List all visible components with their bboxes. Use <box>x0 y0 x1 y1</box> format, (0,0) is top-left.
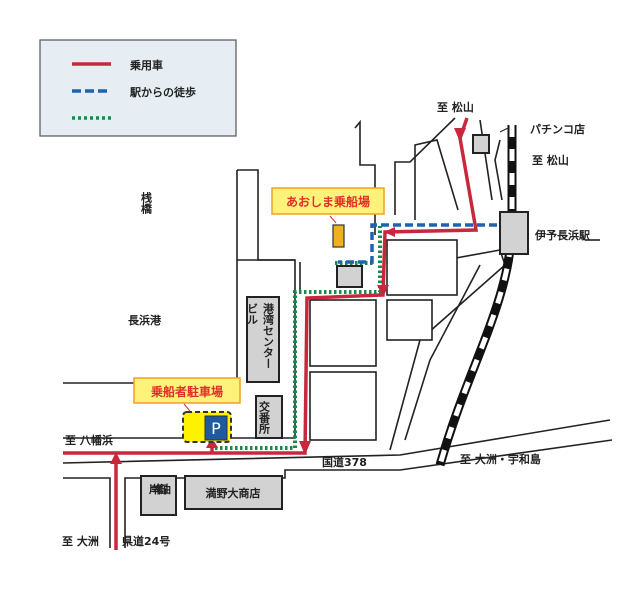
to-yawatahama-label: 至 八幡浜 <box>65 433 113 447</box>
ferry-terminal-label: あおしま乗船場 <box>286 194 370 209</box>
terminal-building <box>336 265 363 288</box>
route378-label: 国道378 <box>322 455 367 469</box>
harbor-center-label-2: 港湾センター <box>262 302 275 369</box>
port-label: 長浜港 <box>128 313 162 327</box>
pier-label: 桟橋 <box>140 191 153 215</box>
station-building <box>499 211 529 255</box>
ferry-terminal-callout <box>271 187 385 215</box>
police-box-building <box>255 395 283 439</box>
gas-station-building <box>140 475 177 516</box>
building <box>472 134 490 154</box>
to-ozu-uwajima-label: 至 大洲・宇和島 <box>460 452 541 466</box>
legend-walk-label: 駅からの徒歩 <box>129 85 196 99</box>
to-matsuyama-rail-label: 至 松山 <box>532 153 569 167</box>
pref-road-label: 県道24号 <box>122 534 170 548</box>
legend-car-label: 乗用車 <box>130 58 163 72</box>
to-matsuyama-road-label: 至 松山 <box>437 100 474 114</box>
roads <box>62 117 613 548</box>
store-label: 満野大商店 <box>206 486 261 500</box>
parking-sign-text: P <box>211 419 221 438</box>
parking-label: 乗船者駐車場 <box>151 384 223 399</box>
ferry-icon <box>332 224 345 248</box>
route-arrows <box>110 128 466 464</box>
harbor-center-building <box>246 296 280 383</box>
store-building <box>184 475 283 510</box>
legend: 乗用車 駅からの徒歩 <box>39 39 237 137</box>
pachinko-label: パチンコ店 <box>530 122 585 136</box>
to-ozu-label: 至 大洲 <box>62 534 99 548</box>
station-label: 伊予長浜駅 <box>534 228 590 242</box>
parking-callout <box>133 377 241 404</box>
walk-route <box>338 223 497 264</box>
parking-sign <box>204 415 228 441</box>
harbor-center-label-1: ビル <box>246 303 259 325</box>
police-box-label: 交番所 <box>258 400 272 435</box>
green-route <box>215 226 382 450</box>
gas-station-label: 岸本石油 <box>149 482 171 496</box>
